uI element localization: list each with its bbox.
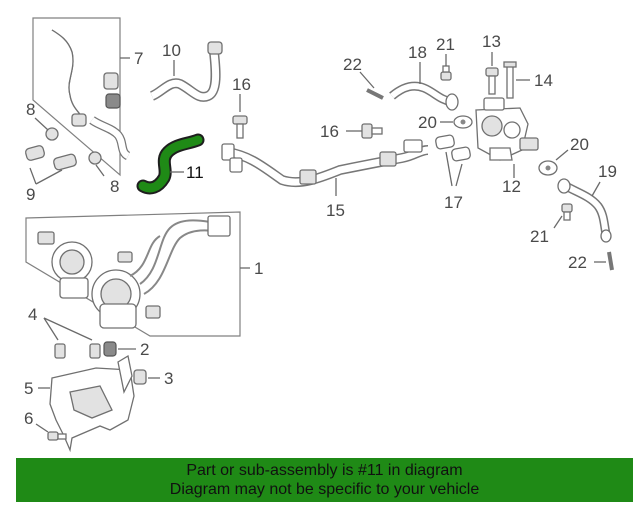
part-16-bolt-upper [232, 115, 248, 139]
part-8-clamp-lower [88, 151, 102, 165]
part-9-hose-pieces [25, 145, 77, 171]
part-7-hoses [51, 29, 131, 161]
callout-22-lower: 22 [568, 253, 587, 272]
callout-13: 13 [482, 32, 501, 51]
parts-diagram: 7 8 9 8 10 11 16 [24, 17, 617, 453]
callout-2: 2 [140, 340, 149, 359]
callout-7: 7 [134, 49, 143, 68]
callout-8-upper: 8 [26, 100, 35, 119]
part-22-pin-upper [366, 88, 384, 100]
part-19-pipe [557, 178, 612, 243]
info-banner: Part or sub-assembly is #11 in diagram D… [16, 458, 633, 502]
box-7-outline [32, 17, 121, 177]
part-1-air-pump-assembly [37, 215, 231, 329]
callout-10: 10 [162, 41, 181, 60]
callout-6: 6 [24, 409, 33, 428]
callout-20-lower: 20 [570, 135, 589, 154]
part-15-pipe [221, 139, 429, 188]
part-12-valve [475, 97, 539, 161]
part-22-pin-lower [607, 251, 614, 271]
callout-11: 11 [186, 163, 204, 182]
callout-18: 18 [408, 43, 427, 62]
callout-16-upper: 16 [232, 75, 251, 94]
banner-line-2: Diagram may not be specific to your vehi… [169, 481, 480, 498]
part-20-gasket-upper [453, 115, 473, 129]
callout-4: 4 [28, 305, 37, 324]
part-3-grommet [133, 369, 147, 385]
callout-1: 1 [254, 259, 263, 278]
callout-8-lower: 8 [110, 177, 119, 196]
part-20-gasket-lower [538, 160, 558, 176]
banner-line-1: Part or sub-assembly is #11 in diagram [186, 462, 463, 479]
callout-14: 14 [534, 71, 553, 90]
part-18-pipe [389, 81, 459, 111]
callout-5: 5 [24, 379, 33, 398]
callout-9: 9 [26, 185, 35, 204]
part-13-bolt [485, 67, 499, 95]
part-16-bolt-middle [361, 123, 383, 139]
callout-3: 3 [164, 369, 173, 388]
callout-21-upper: 21 [436, 35, 455, 54]
part-14-stud [503, 61, 517, 99]
callout-15: 15 [326, 201, 345, 220]
part-11-hose-highlighted [136, 133, 205, 195]
part-8-clamp-upper [45, 127, 59, 141]
callout-19: 19 [598, 162, 617, 181]
part-5-bracket [49, 354, 135, 453]
part-21-bolt-lower [561, 203, 573, 221]
callout-12: 12 [502, 177, 521, 196]
part-10-hose [149, 41, 223, 102]
part-21-bolt-upper [440, 65, 452, 81]
part-6-bolt [47, 431, 67, 441]
part-17-hoses [435, 134, 471, 162]
callout-22-upper: 22 [343, 55, 362, 74]
callout-17: 17 [444, 193, 463, 212]
part-2-grommet [103, 341, 117, 357]
callout-16-middle: 16 [320, 122, 339, 141]
callout-21-lower: 21 [530, 227, 549, 246]
callout-20-upper: 20 [418, 113, 437, 132]
part-4-fittings [54, 343, 101, 359]
